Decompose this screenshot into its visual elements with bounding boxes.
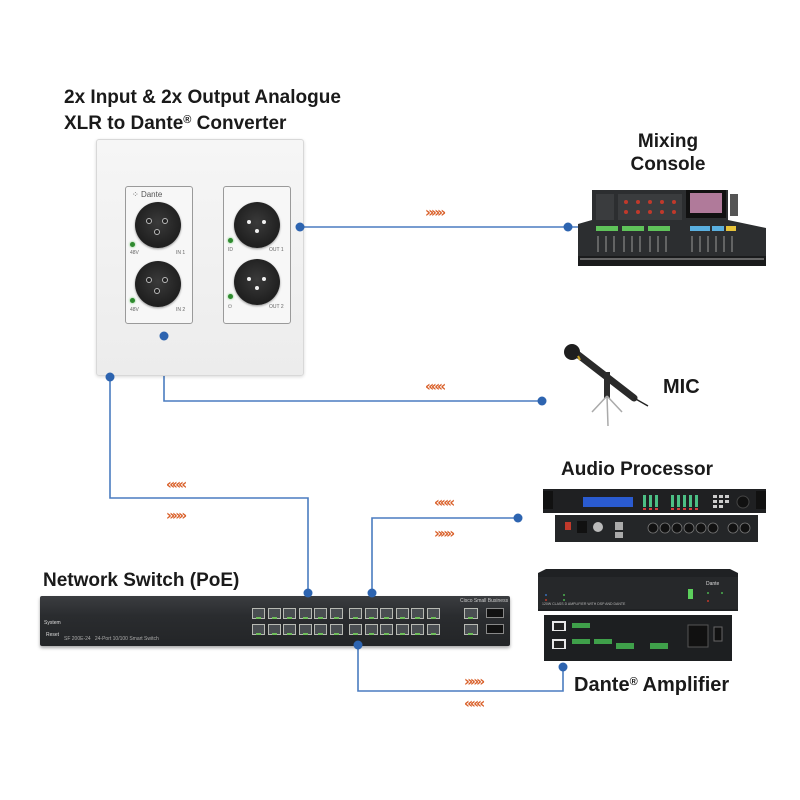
switch-port[interactable] — [426, 608, 440, 619]
xlr-output-2[interactable] — [234, 259, 280, 305]
switch-port[interactable] — [267, 624, 281, 635]
uplink-port-1[interactable] — [464, 608, 478, 619]
switch-port[interactable] — [411, 624, 424, 635]
audio-processor-label: Audio Processor — [561, 459, 714, 480]
arrow-right-icon: »»» — [166, 508, 187, 524]
sfp-port-2[interactable] — [486, 624, 504, 634]
switch-port[interactable] — [314, 608, 327, 619]
switch-port[interactable] — [267, 608, 281, 619]
amp-label-suffix: Amplifier — [637, 674, 730, 696]
mic-label: MIC — [663, 376, 700, 398]
switch-port[interactable] — [283, 608, 296, 619]
switch-port[interactable] — [364, 608, 378, 619]
port-label-out2: OUT 2 — [269, 304, 284, 310]
line-switch-to-amplifier — [357, 645, 564, 692]
xlr-dante-converter[interactable]: ⁘ Dante 48V IN 1 48V IN 2 ID OUT 1 ⏻ OUT… — [96, 139, 304, 376]
converter-title-suffix: Converter — [191, 113, 287, 134]
converter-title-line2: XLR to Dante® Converter — [64, 109, 341, 135]
registered-mark: ® — [183, 114, 192, 126]
switch-port[interactable] — [349, 624, 362, 635]
switch-port[interactable] — [364, 624, 378, 635]
mixing-console-label: Mixing Console — [618, 130, 718, 176]
xlr-output-1[interactable] — [234, 202, 280, 248]
network-switch[interactable]: System Reset SF 200E-24 24-Port 10/100 S… — [40, 596, 510, 646]
line-switch-to-processor — [371, 517, 518, 593]
switch-model-text: SF 200E-24 24-Port 10/100 Smart Switch — [64, 636, 159, 642]
audio-processor-image[interactable] — [543, 489, 766, 542]
switch-port[interactable] — [298, 608, 312, 619]
arrow-left-icon: ««« — [166, 477, 187, 493]
switch-port[interactable] — [252, 608, 265, 619]
switch-port[interactable] — [329, 608, 343, 619]
amp-brand-text: Dante — [706, 581, 720, 587]
converter-title-text: XLR to Dante — [64, 113, 184, 134]
switch-port[interactable] — [395, 608, 409, 619]
line-converter-to-switch — [109, 377, 309, 593]
switch-port[interactable] — [426, 624, 440, 635]
input-module: ⁘ Dante 48V IN 1 48V IN 2 — [125, 186, 193, 324]
switch-port[interactable] — [380, 624, 393, 635]
sfp-port-1[interactable] — [486, 608, 504, 618]
arrow-left-icon: ««« — [425, 379, 446, 395]
switch-port[interactable] — [380, 608, 393, 619]
xlr-input-2[interactable] — [135, 261, 181, 307]
uplink-port-2[interactable] — [464, 624, 478, 635]
led-id — [228, 238, 233, 243]
led-48v-2 — [130, 298, 135, 303]
amp-front-text: 120W CLASS D AMPLIFIER WITH DSP AND DANT… — [542, 602, 626, 606]
registered-mark: ® — [629, 676, 638, 688]
led-power — [228, 294, 233, 299]
switch-port[interactable] — [395, 624, 409, 635]
system-led-label: System — [44, 620, 61, 626]
power-icon: ⏻ — [228, 304, 232, 310]
led-label-48v-2: 48V — [130, 307, 139, 313]
arrow-left-icon: ««« — [464, 696, 485, 712]
switch-port[interactable] — [298, 624, 312, 635]
port-label-in1: IN 1 — [176, 250, 186, 256]
xlr-input-1[interactable] — [135, 202, 181, 248]
network-switch-label: Network Switch (PoE) — [43, 570, 240, 591]
led-label-id: ID — [228, 247, 233, 253]
switch-brand-text: Cisco Small Business — [460, 598, 509, 604]
switch-port[interactable] — [349, 608, 362, 619]
arrow-right-icon: »»» — [434, 526, 455, 542]
converter-title-line1: 2x Input & 2x Output Analogue — [64, 87, 341, 108]
microphone-image[interactable] — [562, 342, 654, 434]
reset-button[interactable]: Reset — [46, 632, 60, 638]
mixing-console-image[interactable] — [578, 184, 766, 268]
led-48v-1 — [130, 242, 135, 247]
arrow-left-icon: ««« — [434, 495, 455, 511]
converter-title: 2x Input & 2x Output Analogue XLR to Dan… — [64, 86, 341, 135]
switch-port[interactable] — [252, 624, 265, 635]
dante-logo: ⁘ Dante — [132, 190, 163, 199]
led-label-48v-1: 48V — [130, 250, 139, 256]
amp-label-prefix: Dante — [574, 674, 630, 696]
mixing-label-line2: Console — [630, 154, 706, 175]
dante-amplifier-image[interactable]: Dante 120W CLASS D AMPLIFIER WITH DSP AN… — [538, 563, 738, 663]
output-module: ID OUT 1 ⏻ OUT 2 — [223, 186, 291, 324]
arrow-right-icon: »»» — [425, 205, 446, 221]
dante-amplifier-label: Dante® Amplifier — [574, 671, 729, 697]
dante-brand-text: Dante — [140, 190, 163, 199]
switch-port[interactable] — [411, 608, 424, 619]
switch-port[interactable] — [329, 624, 343, 635]
port-label-out1: OUT 1 — [269, 247, 284, 253]
mixing-label-line1: Mixing — [637, 131, 699, 152]
port-label-in2: IN 2 — [176, 307, 186, 313]
arrow-right-icon: »»» — [464, 674, 485, 690]
switch-port[interactable] — [283, 624, 296, 635]
switch-port[interactable] — [314, 624, 327, 635]
